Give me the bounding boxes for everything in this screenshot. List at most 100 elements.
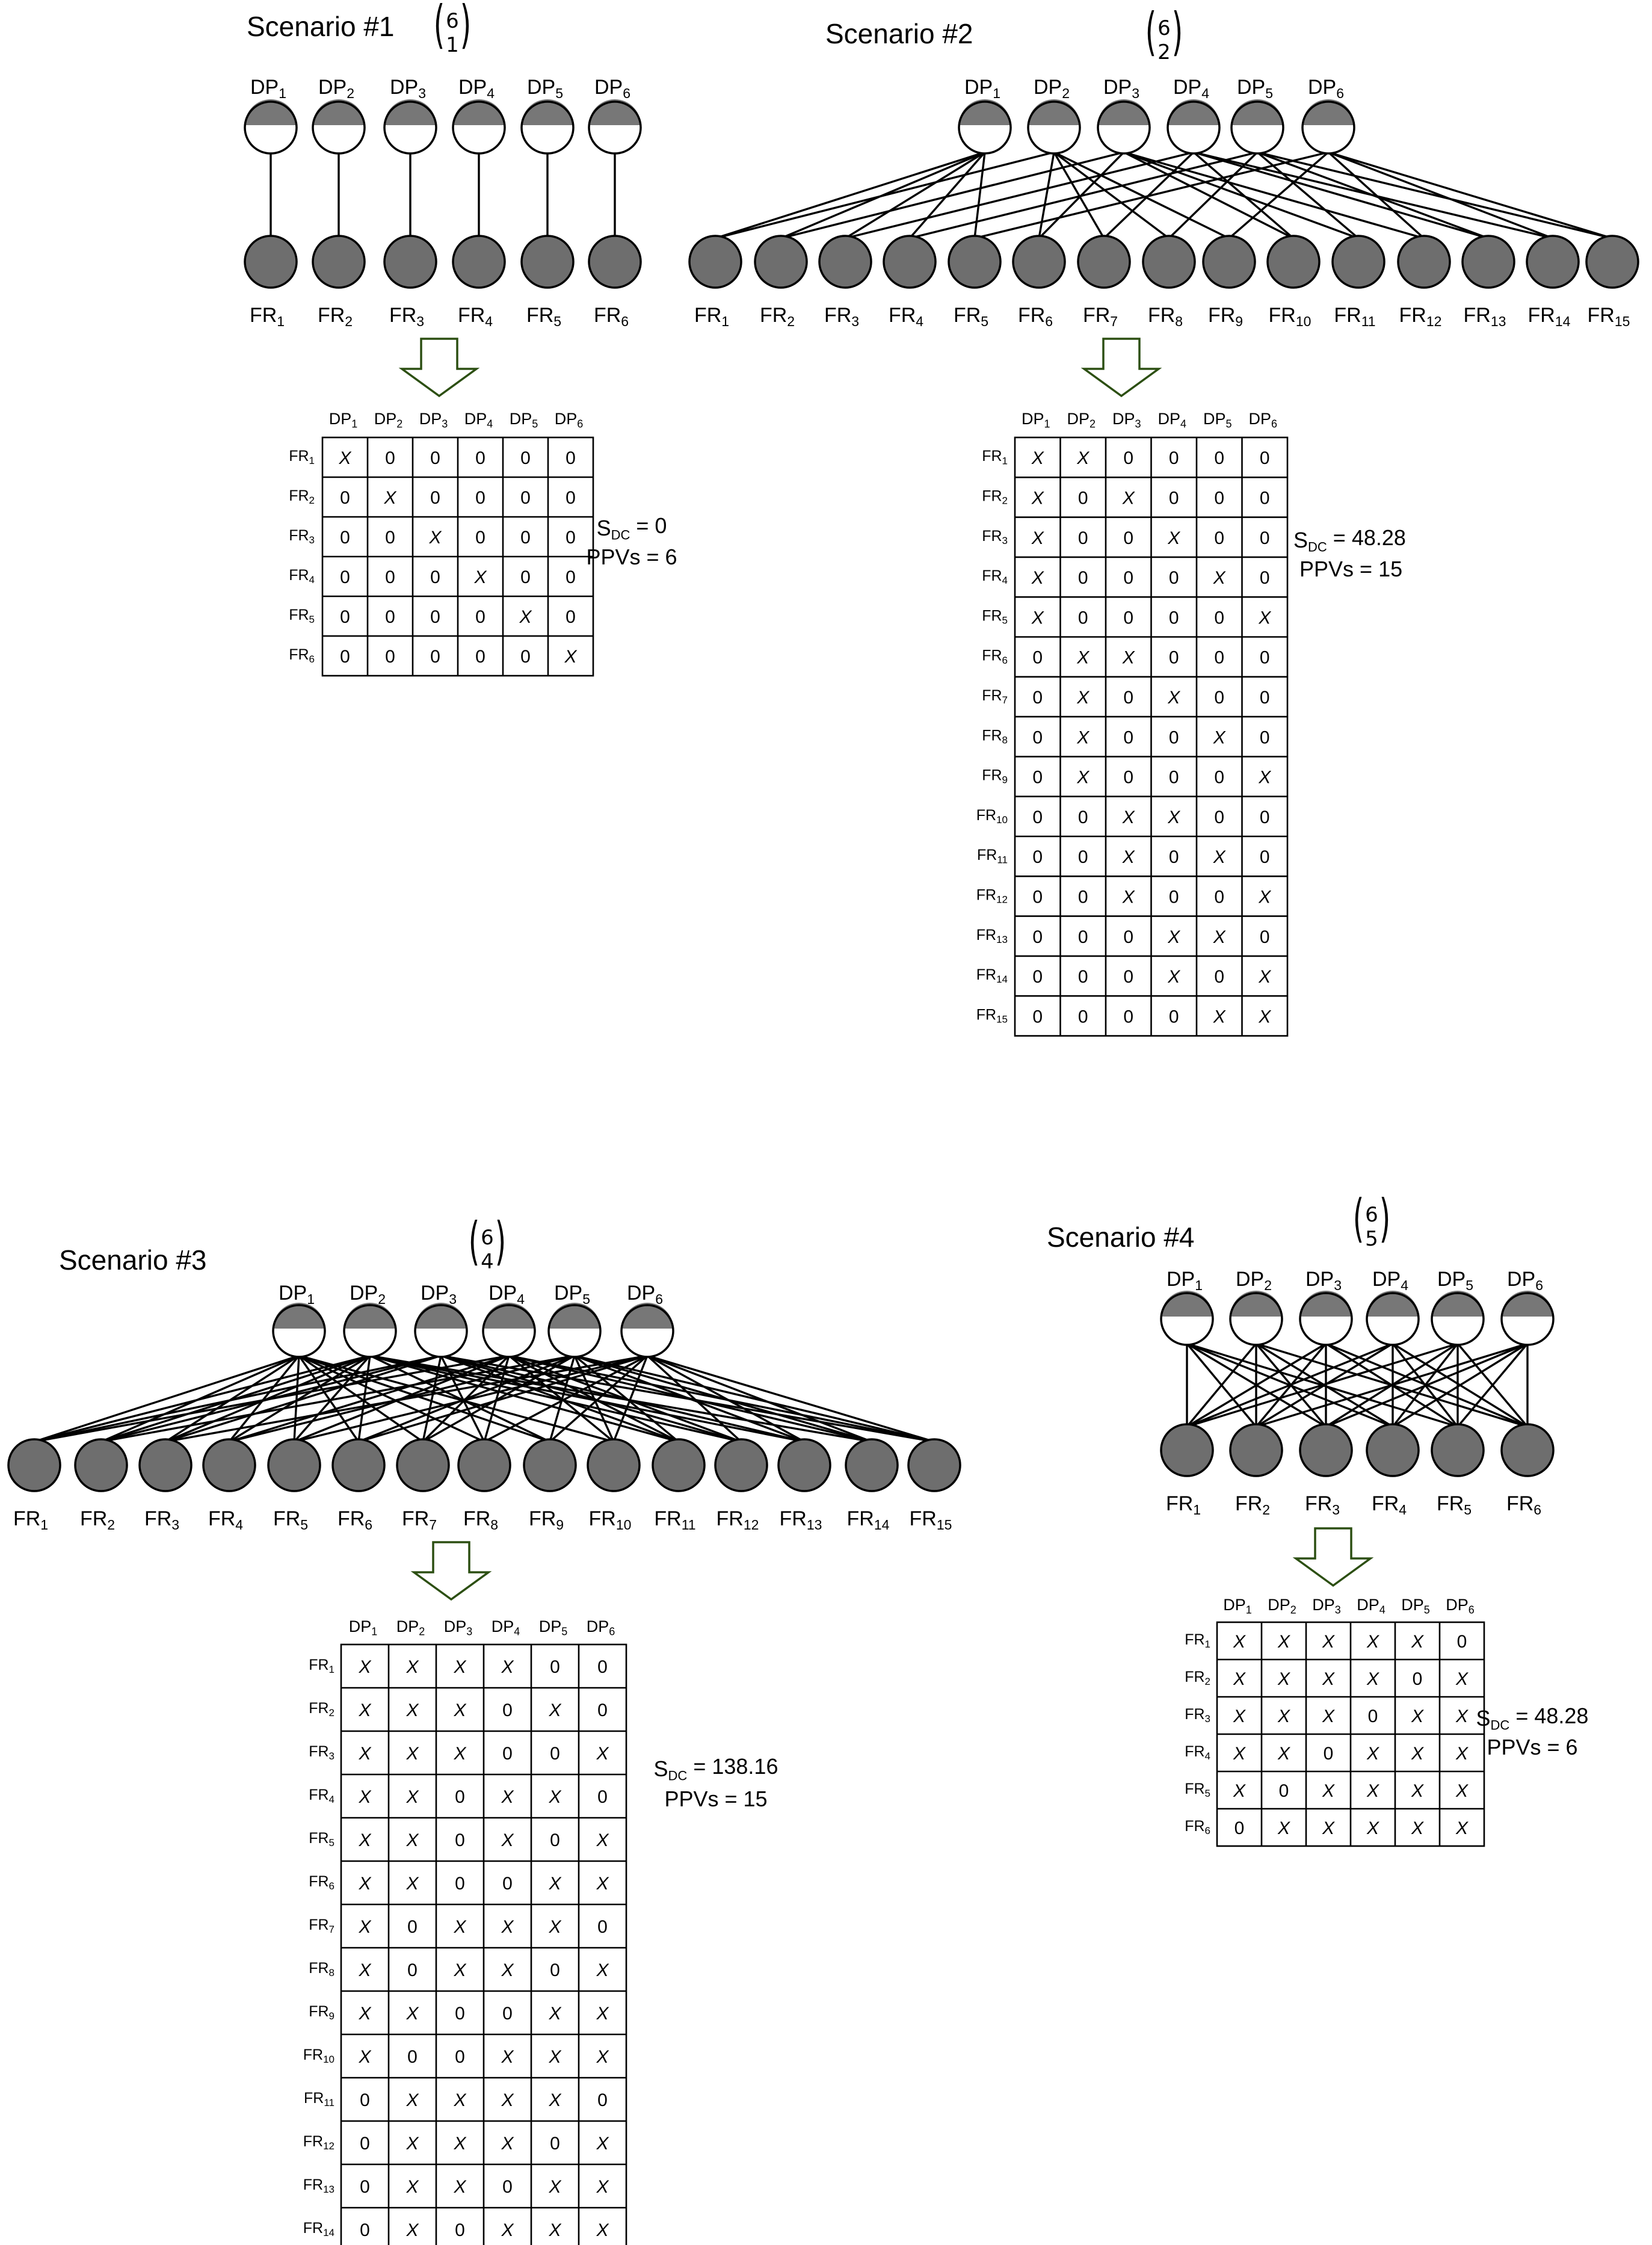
matrix-cell: 0 — [1214, 448, 1224, 468]
matrix-row-header: FR12 — [976, 886, 1008, 905]
coupling-edge — [1186, 1342, 1257, 1428]
matrix-cell: X — [1167, 528, 1180, 548]
matrix-cell: 0 — [1169, 568, 1179, 588]
dp-node-label: DP5 — [527, 76, 563, 101]
matrix-cell: X — [501, 1657, 514, 1677]
fr-node — [714, 1438, 768, 1492]
matrix-row-header: FR6 — [289, 646, 315, 665]
coupling-edge — [574, 1354, 935, 1443]
matrix-cell: 0 — [566, 448, 576, 468]
dp-node-label: DP5 — [1437, 1268, 1473, 1293]
dp-node — [958, 99, 1012, 155]
scenario-title: Scenario #2 — [825, 18, 973, 49]
matrix-cell: 0 — [1260, 927, 1270, 947]
coupling-edge — [1456, 1342, 1529, 1428]
coupling-edge — [1123, 151, 1294, 239]
fr-node — [1299, 1423, 1353, 1477]
dp-node — [383, 99, 437, 155]
matrix-cell: 0 — [1078, 967, 1088, 987]
coupling-edge — [293, 1355, 300, 1442]
dp-node-label: DP4 — [458, 76, 495, 101]
coupling-edge — [358, 1354, 648, 1443]
matrix-cell: 0 — [1260, 648, 1270, 668]
matrix-cell: 0 — [1169, 608, 1179, 628]
matrix-cell: X — [1213, 847, 1226, 867]
fr-node-label: FR1 — [694, 304, 729, 329]
matrix-cell: X — [548, 2004, 561, 2024]
matrix-cell: 0 — [1078, 488, 1088, 508]
binomial-n: 6 — [446, 9, 459, 33]
fr-node — [1160, 1423, 1214, 1477]
matrix-cell: 0 — [360, 2134, 370, 2154]
matrix-cell: X — [1258, 887, 1271, 907]
matrix-row-header: FR12 — [303, 2133, 334, 2152]
svg-text:(: ( — [1145, 2, 1156, 62]
coupling-edge — [1038, 152, 1055, 239]
matrix-column-header: DP4 — [1357, 1596, 1385, 1616]
matrix-cell: 0 — [1123, 608, 1133, 628]
coupling-edge — [780, 151, 1124, 239]
matrix-cell: 0 — [455, 2220, 465, 2240]
dp-node — [1230, 99, 1284, 155]
matrix-cell: 0 — [1260, 488, 1270, 508]
matrix-cell: X — [453, 1917, 466, 1937]
matrix-cell: 0 — [566, 488, 576, 508]
matrix-cell: X — [358, 2047, 371, 2067]
matrix-cell: X — [405, 1874, 419, 1894]
matrix-cell: 0 — [1368, 1706, 1378, 1726]
coupling-edge — [1257, 151, 1613, 239]
fr-node-label: FR6 — [1506, 1492, 1541, 1518]
matrix-cell: X — [428, 528, 442, 548]
matrix-row-header: FR13 — [976, 927, 1008, 945]
matrix-cell: X — [1322, 1632, 1335, 1652]
dp-node-label: DP2 — [350, 1282, 386, 1307]
fr-node-label: FR9 — [1208, 304, 1243, 329]
dp-node — [1299, 1291, 1353, 1346]
matrix-cell: X — [405, 2134, 419, 2154]
matrix-column-header: DP5 — [1203, 410, 1232, 430]
matrix-cell: X — [1122, 887, 1135, 907]
matrix-cell: X — [358, 1787, 371, 1807]
matrix-cell: X — [596, 1744, 609, 1764]
ppvs-value: PPVs = 15 — [664, 1786, 767, 1811]
matrix-cell: X — [501, 1830, 514, 1850]
matrix-cell: X — [1233, 1706, 1246, 1726]
dp-node-label: DP4 — [1173, 76, 1209, 101]
matrix-column-header: DP6 — [555, 410, 584, 430]
matrix-column-header: DP3 — [1112, 410, 1141, 430]
matrix-cell: X — [596, 2004, 609, 2024]
matrix-cell: X — [548, 1700, 561, 1720]
dp-node-label: DP4 — [1372, 1268, 1408, 1293]
matrix-cell: X — [405, 1830, 419, 1850]
fr-node-label: FR3 — [824, 304, 859, 329]
coupling-edge — [909, 151, 1258, 239]
fr-node — [1202, 235, 1256, 289]
fr-node — [754, 235, 808, 289]
matrix-column-header: DP4 — [492, 1617, 520, 1637]
matrix-cell: X — [405, 1657, 419, 1677]
dp-node-label: DP6 — [1507, 1268, 1543, 1293]
matrix-cell: 0 — [597, 2090, 608, 2110]
matrix-cell: X — [1411, 1744, 1424, 1764]
matrix-column-header: DP2 — [374, 410, 403, 430]
dp-node — [1301, 99, 1355, 155]
matrix-cell: 0 — [1260, 688, 1270, 708]
coupling-edge — [298, 1354, 614, 1443]
matrix-column-header: DP5 — [539, 1617, 568, 1637]
coupling-edge — [34, 1354, 300, 1443]
fr-node-label: FR4 — [1372, 1492, 1407, 1518]
fr-node-label: FR15 — [910, 1507, 952, 1533]
matrix-cell: X — [548, 2177, 561, 2197]
matrix-cell: X — [1258, 768, 1271, 788]
coupling-edge — [369, 1354, 742, 1443]
matrix-row-header: FR7 — [309, 1916, 334, 1935]
dp-node — [414, 1303, 468, 1358]
matrix-cell: X — [1167, 808, 1180, 827]
matrix-cell: 0 — [1032, 1007, 1043, 1027]
matrix-row-header: FR14 — [303, 2220, 334, 2238]
fr-node — [588, 235, 642, 289]
coupling-edge — [1193, 151, 1553, 239]
matrix-cell: X — [1213, 727, 1226, 747]
binomial-n: 6 — [1365, 1203, 1378, 1227]
